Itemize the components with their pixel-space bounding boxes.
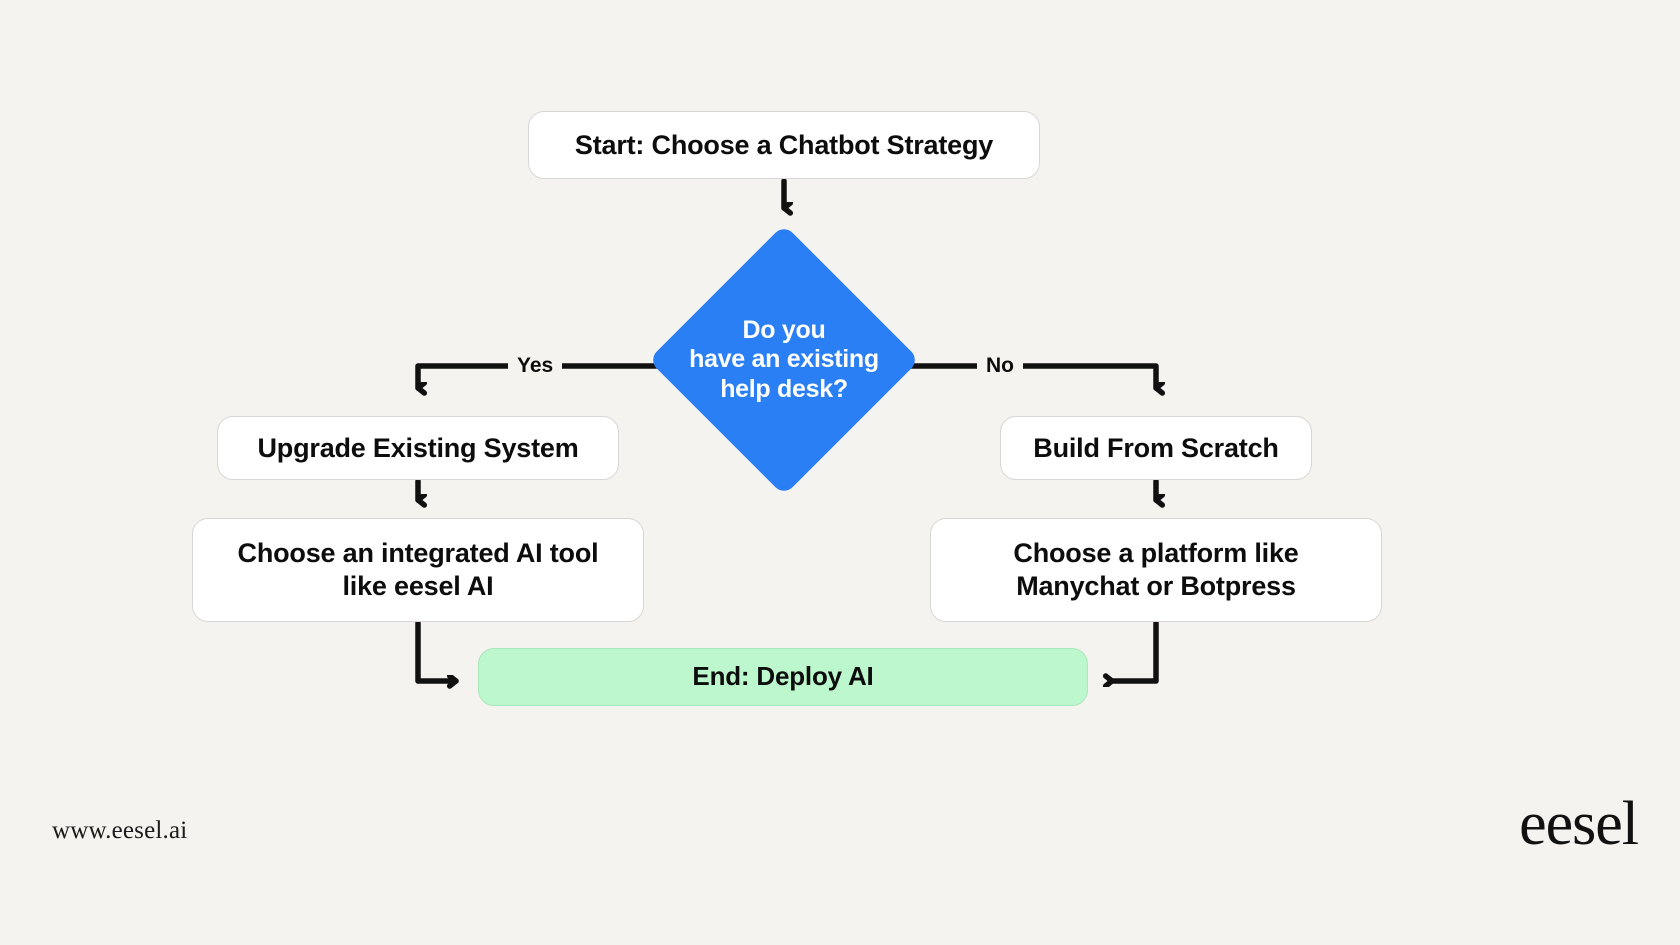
node-start[interactable]: Start: Choose a Chatbot Strategy xyxy=(528,111,1040,179)
edge-label-no: No xyxy=(977,355,1023,376)
node-choose-integrated-ai-tool[interactable]: Choose an integrated AI tool like eesel … xyxy=(192,518,644,622)
edge-platform-to-end xyxy=(1112,620,1159,681)
node-end-deploy-ai[interactable]: End: Deploy AI xyxy=(478,648,1088,706)
footer-url[interactable]: www.eesel.ai xyxy=(52,817,188,844)
edge-decision-to-upgrade xyxy=(415,363,667,388)
brand-logo-eesel: eesel xyxy=(1519,790,1639,858)
edge-integrated-to-end xyxy=(415,620,459,681)
node-choose-platform[interactable]: Choose a platform like Manychat or Botpr… xyxy=(930,518,1382,622)
edge-label-yes: Yes xyxy=(508,355,563,376)
node-upgrade-existing-system[interactable]: Upgrade Existing System xyxy=(217,416,619,480)
node-decision-help-desk[interactable]: Do you have an existing help desk? xyxy=(648,224,920,496)
node-build-from-scratch[interactable]: Build From Scratch xyxy=(1000,416,1312,480)
edge-decision-to-build xyxy=(901,363,1156,388)
node-decision-label: Do you have an existing help desk? xyxy=(689,315,879,403)
